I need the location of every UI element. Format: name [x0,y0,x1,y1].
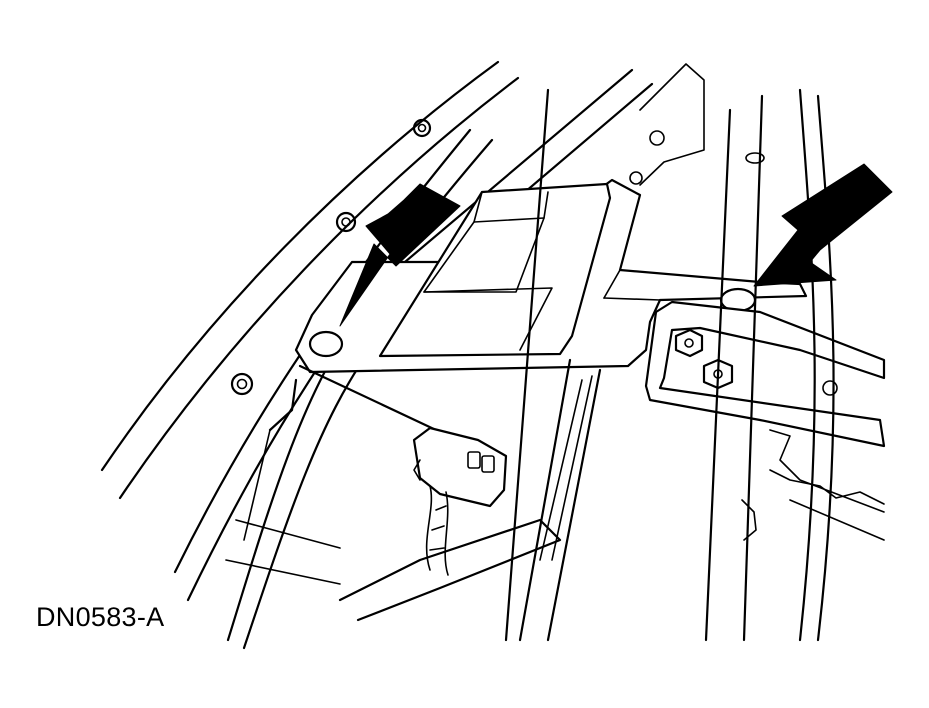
bracket-bolts [674,328,734,390]
left-pin [308,330,344,358]
mounting-bracket [294,178,808,374]
figure-label: DN0583-A [36,602,165,632]
right-bracket [644,300,886,448]
arrow-left [339,183,461,327]
center-structure [225,88,602,642]
fender-bolts [230,118,432,396]
right-frame [704,88,885,642]
arrow-right [753,163,893,287]
connector [412,426,508,576]
